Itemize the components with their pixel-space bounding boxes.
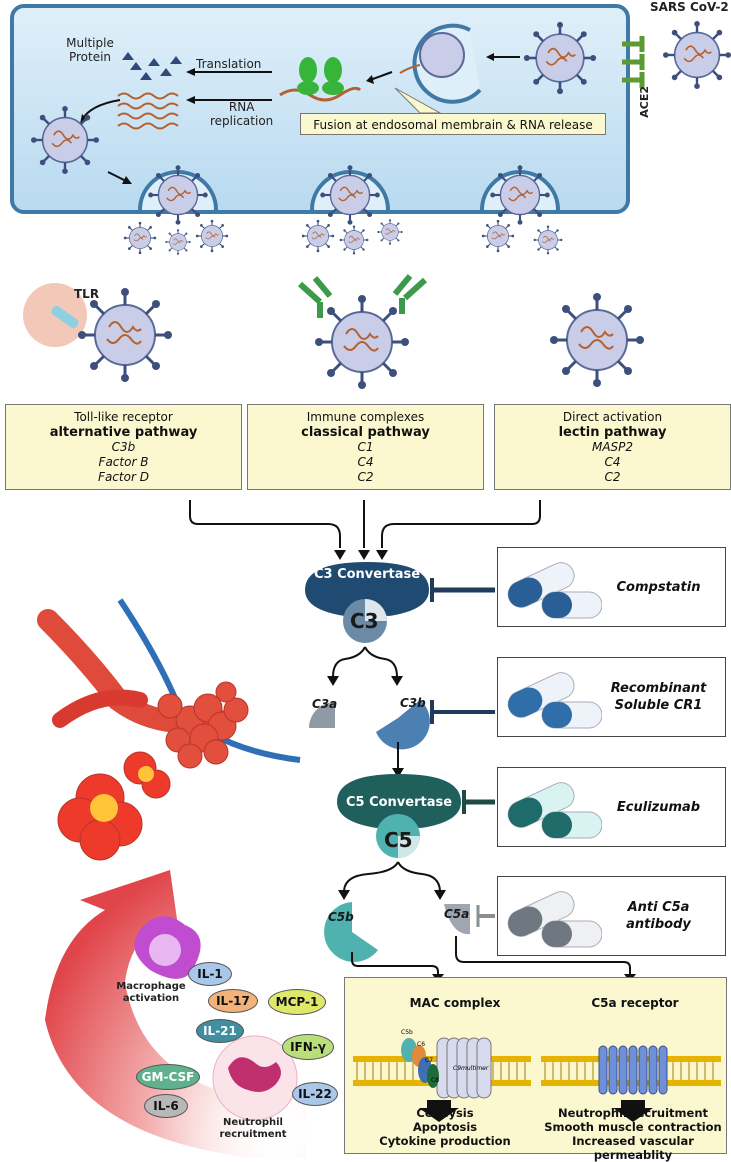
budding-virus-1 <box>123 164 229 256</box>
translation-label: Translation <box>196 57 262 71</box>
inflammation-arrow <box>45 870 305 1158</box>
tlr-label: TLR <box>74 287 100 301</box>
cytokine-il1: IL-1 <box>188 962 232 986</box>
mac-c9-tag: C9multimer <box>453 1065 489 1072</box>
pill-icon <box>507 782 602 839</box>
c5-convertase-shape <box>337 774 461 828</box>
drug-name: Compstatin <box>616 579 701 595</box>
ace2-receptor-icon <box>622 36 645 88</box>
c5-convertase-label: C5 Convertase <box>345 795 453 810</box>
lectin-virus-icon <box>548 291 646 389</box>
rna-replication-label: RNA replication <box>210 100 274 128</box>
mac-c5b-tag: C5b <box>401 1029 413 1036</box>
cytokine-il22: IL-22 <box>292 1082 338 1106</box>
c5a-label: C5a <box>444 907 470 921</box>
mac-outcomes: Cell lysis Apoptosis Cytokine production <box>379 1106 511 1148</box>
antibody-icon <box>297 274 428 318</box>
cell-entry-illustration <box>29 19 731 256</box>
mac-c7-tag: C7 <box>425 1057 433 1064</box>
cytokine-il21: IL-21 <box>196 1019 244 1043</box>
endocytosed-virus-icon <box>522 20 598 96</box>
c3a-label: C3a <box>312 697 338 711</box>
pathway-convergence-arrows <box>189 500 541 548</box>
c3b-label: C3b <box>400 696 426 710</box>
c5-label: C5 <box>384 828 413 852</box>
c5a-receptor-icon <box>598 1045 668 1095</box>
ace2-label: ACE2 <box>638 86 651 118</box>
lung-inflammation-illustration <box>37 598 305 1158</box>
complement-cascade-diagram <box>189 500 636 980</box>
c5b-fragment <box>324 902 378 962</box>
c3-label: C3 <box>350 609 379 633</box>
assembled-virus-icon <box>29 104 101 176</box>
mac-c6-tag: C6 <box>417 1041 425 1048</box>
multiple-protein-label: Multiple Protein <box>66 36 114 64</box>
c5a-fragment <box>444 904 470 935</box>
drug-name: Anti C5a antibody <box>626 900 691 932</box>
c5a-down-arrow-icon <box>613 1100 653 1122</box>
mac-down-arrow-icon <box>419 1100 459 1122</box>
mac-pore-icon <box>401 1037 492 1099</box>
macrophage-icon <box>134 916 201 979</box>
neutrophil-icon <box>212 1035 298 1121</box>
pill-icon <box>507 672 602 729</box>
immune-complex-virus-icon <box>313 293 411 391</box>
drug-box-compstatin: Compstatin <box>497 547 726 627</box>
pill-icon <box>507 562 602 619</box>
sars-cov-2-label: SARS CoV-2 <box>650 0 729 14</box>
pill-icon <box>507 891 602 948</box>
host-cell <box>10 4 630 214</box>
tlr-virus-icon <box>76 286 174 384</box>
neutrophil-label: Neutrophil recruitment <box>219 1117 287 1140</box>
budding-virus-3 <box>480 164 563 255</box>
sars-cov-2-virus-icon <box>661 19 731 91</box>
cytokine-mcp1: MCP-1 <box>268 989 326 1015</box>
budding-virus-2 <box>301 164 404 255</box>
c3-convertase-shape <box>305 562 429 616</box>
rna-strands-icon <box>117 92 179 130</box>
mac-complex-title: MAC complex <box>409 996 501 1010</box>
mac-c8-tag: C8 <box>431 1077 439 1084</box>
c5a-receptor-title: C5a receptor <box>591 996 679 1010</box>
macrophage-label: Macrophage activation <box>116 981 186 1004</box>
effector-box: MAC complex C5a receptor C5b C6 C7 C8 C9… <box>344 977 727 1162</box>
drug-name: Recombinant Soluble CR1 <box>610 681 707 713</box>
c5b-label: C5b <box>328 910 354 924</box>
c5a-outcomes: Neutrophil recruitment Smooth muscle con… <box>544 1106 722 1162</box>
drug-box-anti-c5a: Anti C5a antibody <box>497 876 726 956</box>
drug-box-eculizumab: Eculizumab <box>497 767 726 847</box>
c3-convertase-label: C3 Convertase <box>313 567 421 582</box>
c3a-fragment <box>309 702 335 728</box>
pathway-trigger-illustration <box>23 274 646 391</box>
fusion-callout: Fusion at endosomal membrain & RNA relea… <box>300 113 606 135</box>
protein-cluster-icon <box>122 52 182 80</box>
cytokine-ifn-gamma: IFN-γ <box>282 1034 334 1060</box>
cytokine-il6: IL-6 <box>144 1094 188 1118</box>
drug-box-soluble-cr1: Recombinant Soluble CR1 <box>497 657 726 737</box>
drug-name: Eculizumab <box>616 799 701 815</box>
c3b-fragment <box>376 700 430 750</box>
cytokine-gm-csf: GM-CSF <box>136 1064 200 1090</box>
membrane-illustration: C5b C6 C7 C8 C9multimer <box>353 1029 721 1122</box>
cytokine-il17: IL-17 <box>208 989 258 1013</box>
